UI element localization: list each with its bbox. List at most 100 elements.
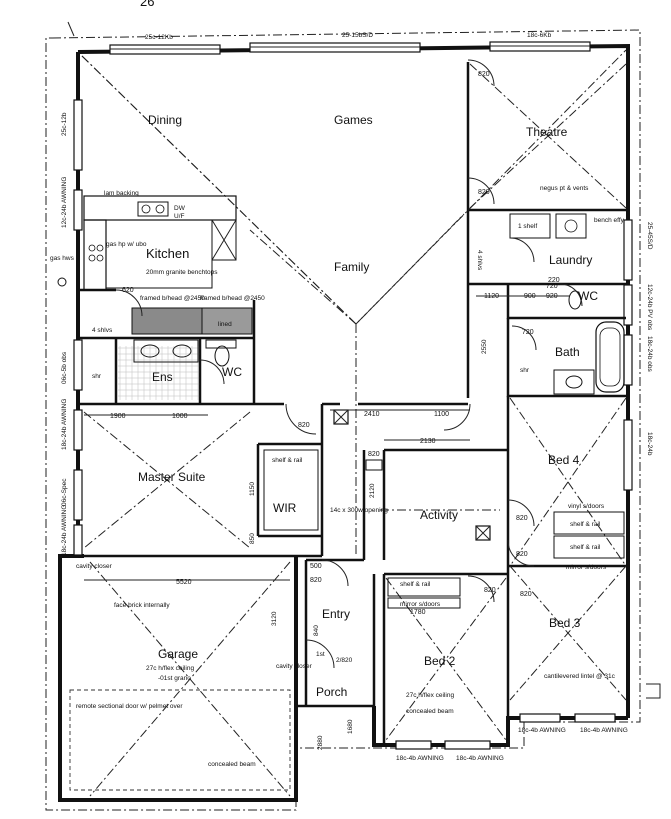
dim-1120: 1120 <box>484 293 499 300</box>
room-bed2: Bed 2 <box>424 654 456 668</box>
dim-1900: 1900 <box>110 413 126 420</box>
dim-820-bed4b: 820 <box>368 451 380 458</box>
dim-2880: 2880 <box>317 735 324 750</box>
window-code-bottom-awning1: 18c-4b AWNING <box>518 727 566 734</box>
room-wir: WIR <box>273 501 297 515</box>
note-face-brick: face brick internally <box>114 602 170 609</box>
dimensions: 820 820 620 1900 1000 820 2410 1100 2130… <box>110 71 560 750</box>
note-shelf-rail-bed4b: shelf & rail <box>570 544 601 551</box>
dim-920: 920 <box>546 293 558 300</box>
room-wc-laundry: WC <box>578 289 598 303</box>
note-mirror-bed2: mirror s/doors <box>400 601 441 608</box>
room-labels: Dining Games Theatre Kitchen Family Laun… <box>138 113 598 699</box>
kitchen-fixtures <box>57 195 253 335</box>
note-shelf-rail-bed4a: shelf & rail <box>570 521 601 528</box>
dim-820-entry: 820 <box>310 577 322 584</box>
dim-220: 220 <box>548 277 560 284</box>
room-garage: Garage <box>158 647 198 661</box>
dim-2120: 2120 <box>369 483 376 498</box>
dim-2550: 2550 <box>481 339 488 354</box>
note-lam-backing: lam backing <box>104 190 139 197</box>
note-ufo: U/F <box>174 213 185 220</box>
interior-walls <box>80 62 628 745</box>
window-code-bottom-awning3: 18c-4b AWNING <box>396 755 444 762</box>
note-shelf-rail-wir: shelf & rail <box>272 457 303 464</box>
window-blocks <box>73 41 633 750</box>
note-gas-hws: gas hws <box>50 255 75 262</box>
window-code-right-upper: 25-45S/D <box>646 222 653 250</box>
dim-820-activity-1: 820 <box>516 515 528 522</box>
note-four-shlvs: 4 shlvs <box>92 327 113 334</box>
room-master-suite: Master Suite <box>138 470 206 484</box>
dim-3120: 3120 <box>271 611 278 626</box>
note-framed-1: framed b/head @2450 <box>140 295 205 302</box>
dim-820-bed4: 820 <box>484 587 496 594</box>
window-code-bottom-awning2: 18c-4b AWNING <box>580 727 628 734</box>
note-dw: DW <box>174 205 186 212</box>
bath-fixtures <box>511 321 625 395</box>
room-ens: Ens <box>152 370 173 384</box>
room-entry: Entry <box>322 607 350 621</box>
note-shr-ens: shr <box>92 373 102 380</box>
note-framed-2: framed b/head @2450 <box>200 295 265 302</box>
note-gas-hp: gas hp w/ ubo <box>106 241 147 248</box>
room-bed4: Bed 4 <box>548 453 580 467</box>
note-garage-level: -01st grano <box>158 675 191 682</box>
room-activity: Activity <box>420 508 458 522</box>
window-code-left-awning: 12c-24b AWNING <box>61 177 68 228</box>
ensuite-fixtures <box>118 339 237 400</box>
dim-820-activity-2: 820 <box>516 551 528 558</box>
room-porch: Porch <box>316 685 347 699</box>
door-swings <box>199 59 583 669</box>
dimension-lines <box>84 295 570 581</box>
top-mark: 26 <box>140 0 154 9</box>
window-codes: 25c-12Kb 25-15bS/D 18c-6Kb 25c-12b 12c-2… <box>61 32 653 762</box>
wir-shelving <box>263 449 625 609</box>
room-dining: Dining <box>148 113 182 127</box>
room-laundry: Laundry <box>549 253 592 267</box>
note-entry-doors: 2/820 <box>336 657 353 664</box>
note-garage-ceiling: 27c h/flex ceiling <box>146 665 194 672</box>
note-concealed-beam-garage: concealed beam <box>208 761 256 768</box>
note-remote-door: remote sectional door w/ pelmet over <box>76 703 183 710</box>
window-code-right-pv: 12c-24b PV obs <box>646 284 653 331</box>
note-shelf-rail-bed2: shelf & rail <box>400 581 431 588</box>
dim-2410: 2410 <box>364 411 380 418</box>
note-mirror-bed4: mirror s/doors <box>566 564 607 571</box>
room-family: Family <box>334 260 369 274</box>
note-negus: negus pt & vents <box>540 185 589 192</box>
room-theatre: Theatre <box>526 125 568 139</box>
dim-1680: 1680 <box>347 719 354 734</box>
room-kitchen: Kitchen <box>146 246 189 261</box>
note-shr-bath: shr <box>520 367 530 374</box>
dim-720: 720 <box>546 283 558 290</box>
window-code-top-left: 25c-12Kb <box>145 34 173 41</box>
dim-1100: 1100 <box>434 411 449 418</box>
annotations: lam backing DW U/F gas hp w/ ubo 20mm gr… <box>50 185 625 768</box>
note-granite: 20mm granite benchtops <box>146 269 218 276</box>
dim-500: 500 <box>310 563 322 570</box>
dim-620-kitchen: 620 <box>122 287 134 294</box>
note-four-shlvs-laundry: 4 shlvs <box>476 250 483 271</box>
dim-850: 850 <box>249 533 256 544</box>
room-bed3: Bed 3 <box>549 616 581 630</box>
dim-820-games: 820 <box>478 71 490 78</box>
dim-840: 840 <box>313 625 320 636</box>
note-one-shelf: 1 shelf <box>518 223 537 230</box>
note-bench-effy: bench effy <box>594 217 625 224</box>
dim-820-master: 820 <box>298 422 310 429</box>
window-code-bottom-awning4: 18c-4b AWNING <box>456 755 504 762</box>
window-code-top-mid: 25-15bS/D <box>342 32 373 39</box>
note-concealed-beam-bed2: concealed beam <box>406 708 454 715</box>
note-step: 1st <box>316 651 325 658</box>
note-cantilevered: cantilevered lintel @ 31c <box>544 673 616 680</box>
window-code-right-bed4: 18c-24b <box>646 432 653 456</box>
dim-5520: 5520 <box>176 579 192 586</box>
dim-820-theatre: 820 <box>478 189 490 196</box>
ceiling-lines <box>69 49 627 797</box>
dim-1780: 1780 <box>410 609 426 616</box>
window-code-top-right: 18c-6Kb <box>527 32 552 39</box>
window-code-right-obs: 18c-24b obs <box>646 336 653 373</box>
note-cavity-closer-1: cavity closer <box>76 563 113 570</box>
